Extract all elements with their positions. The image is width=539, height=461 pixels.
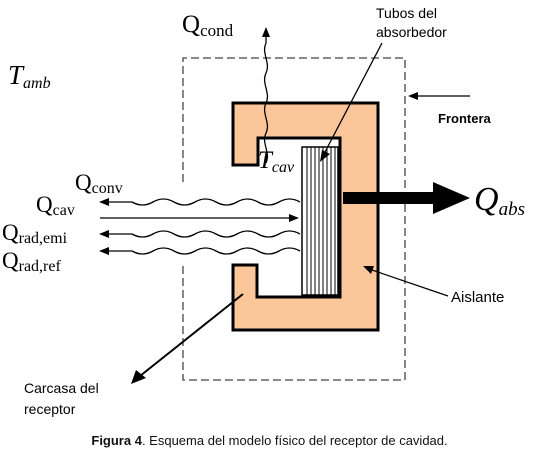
q-rad-ref-label: Qrad,ref: [2, 248, 61, 275]
q-rad-emi-arrow: [99, 230, 301, 238]
q-conv-arrow: [99, 198, 301, 206]
caption-label: Figura 4: [91, 433, 142, 448]
q-cond-arrow: [262, 27, 270, 164]
figure-caption: Figura 4. Esquema del modelo físico del …: [0, 433, 539, 448]
tubos-label: Tubos del absorbedor: [376, 5, 447, 40]
q-rad-emi-label: Qrad,emi: [2, 220, 68, 247]
frontera-label: Frontera: [438, 111, 492, 126]
receiver-housing: [231, 101, 380, 332]
carcasa-pointer: [131, 293, 244, 384]
q-cav-label: Qcav: [36, 192, 75, 219]
absorber-tubes: [301, 146, 339, 296]
aislante-label: Aislante: [451, 289, 504, 306]
q-conv-label: Qconv: [75, 170, 123, 197]
carcasa-label: Carcasa del receptor: [24, 380, 103, 417]
q-cav-arrow: [100, 214, 299, 222]
q-abs-label: Qabs: [474, 181, 525, 220]
tubos-pointer: [320, 42, 383, 162]
q-cond-label: Qcond: [182, 11, 234, 40]
aislante-pointer: [363, 266, 449, 297]
q-rad-ref-arrow: [99, 247, 301, 255]
t-amb-label: Tamb: [8, 60, 51, 92]
caption-text: . Esquema del modelo físico del receptor…: [141, 433, 448, 448]
q-abs-arrow: [343, 182, 470, 214]
system-boundary: [182, 57, 406, 381]
frontera-pointer: [408, 92, 470, 100]
t-cav-label: Tcav: [258, 147, 295, 176]
